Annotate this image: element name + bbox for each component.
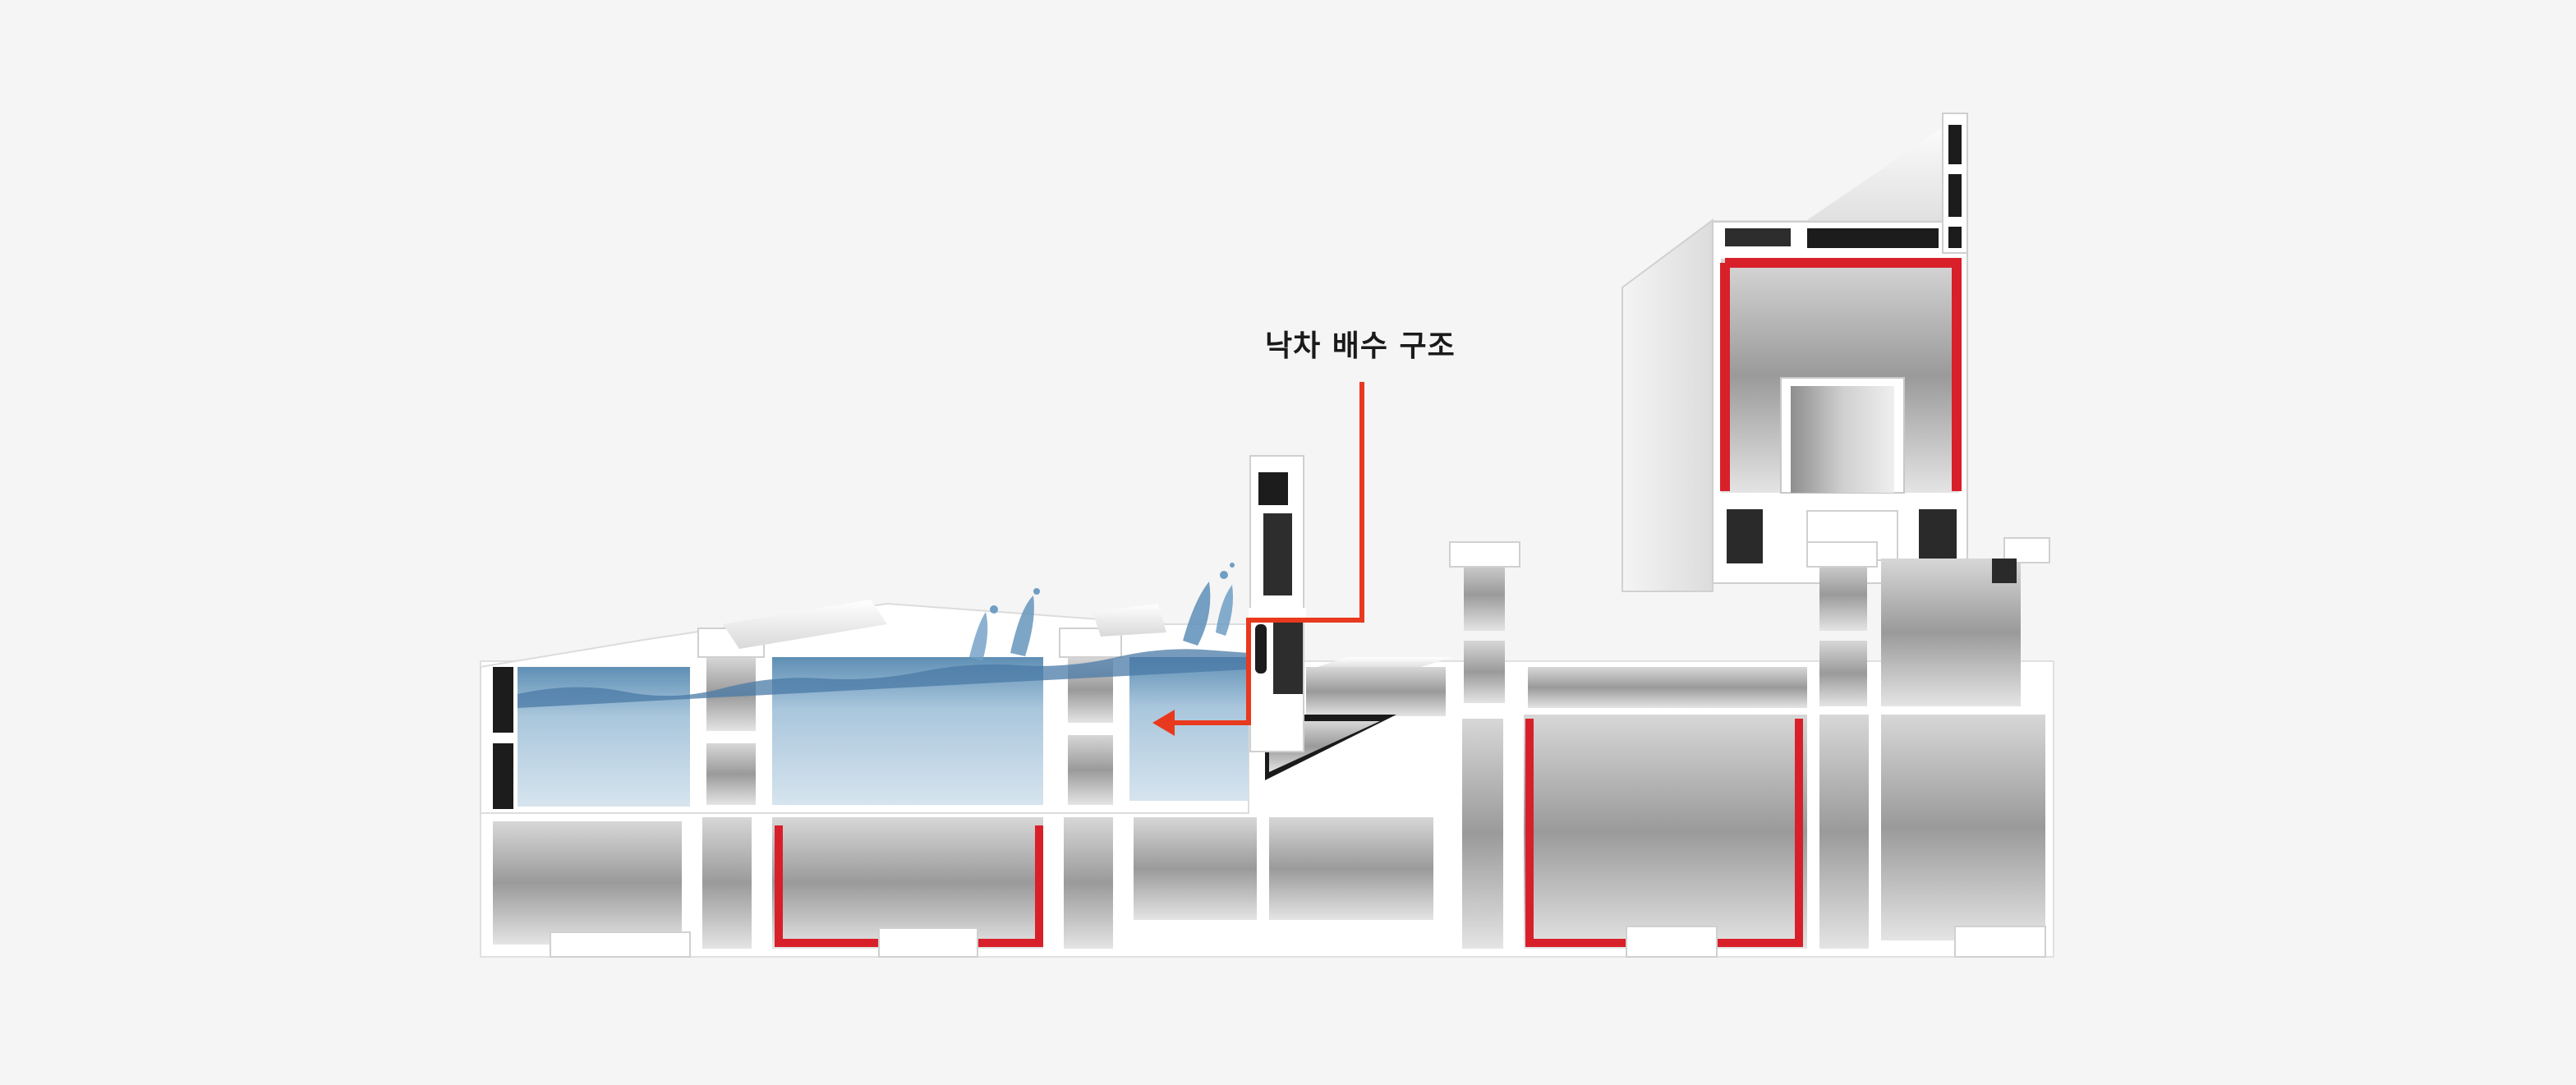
callout-label-drop-drainage: 낙차 배수 구조 — [1265, 329, 1456, 363]
water-fill-3 — [1129, 657, 1249, 801]
glazing-bead-divider — [1249, 455, 1306, 752]
water-fill-1 — [518, 667, 690, 807]
gasket-seal — [1255, 624, 1267, 674]
steel-reinforcement-upper — [1720, 258, 1962, 491]
drain-arrow-icon — [1152, 382, 1364, 736]
drainage-chamber — [480, 600, 1249, 814]
upper-sash-profile — [1622, 113, 1968, 592]
water-splash-icon — [518, 563, 1249, 708]
